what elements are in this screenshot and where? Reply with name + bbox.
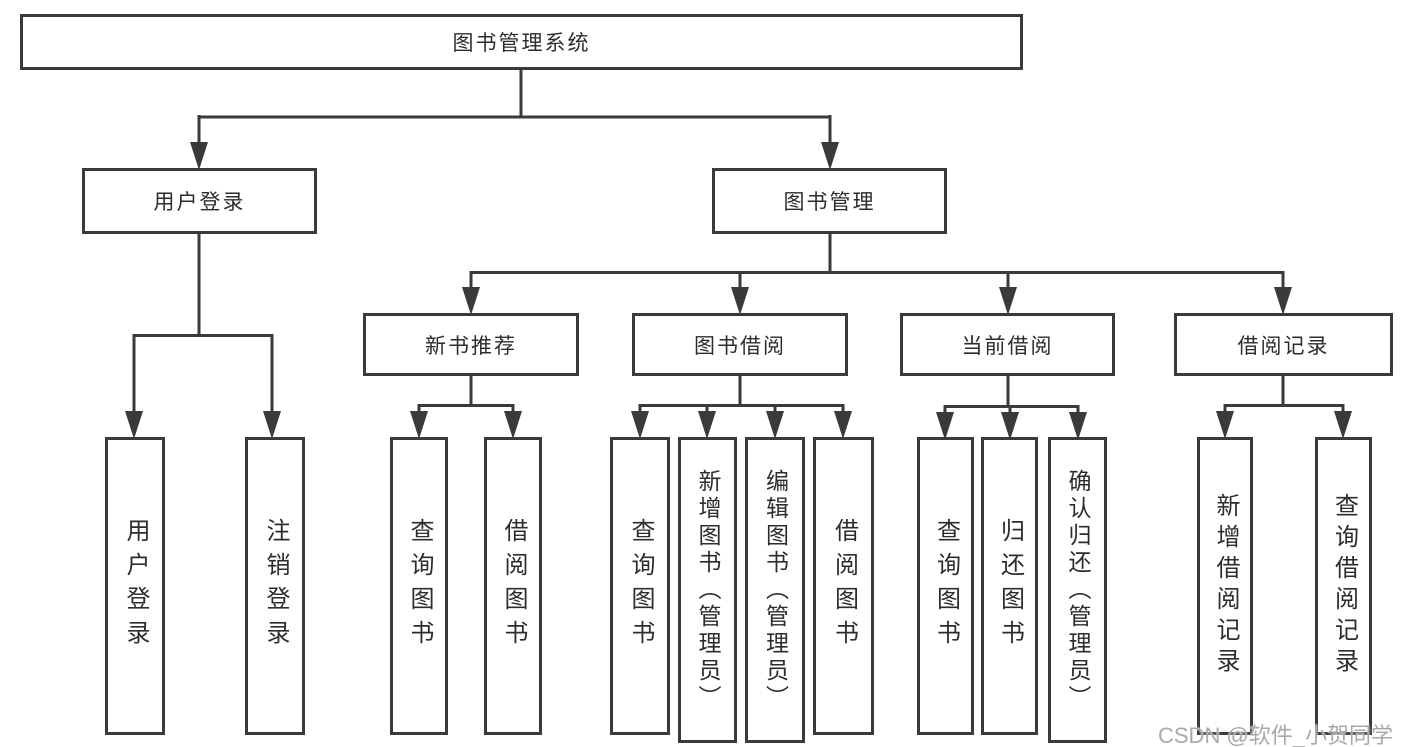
node-user-login-leaf: 用户登录	[105, 437, 165, 735]
node-borrow-books-recommend-label: 借阅图书	[500, 518, 527, 654]
arrow-down-icon	[1274, 287, 1292, 315]
arrow-down-icon	[698, 411, 716, 439]
node-query-borrow-record: 查询借阅记录	[1315, 437, 1372, 735]
node-borrow-records-label: 借阅记录	[1237, 334, 1330, 358]
arrow-down-icon	[766, 411, 784, 439]
node-book-management-label: 图书管理	[783, 191, 876, 214]
node-borrow-records: 借阅记录	[1174, 313, 1393, 376]
arrow-down-icon	[1069, 412, 1087, 440]
arrow-down-icon	[504, 411, 522, 439]
arrow-down-icon	[631, 411, 649, 439]
arrow-down-icon	[1001, 412, 1019, 440]
node-borrow-books-recommend: 借阅图书	[484, 437, 542, 735]
node-current-borrow-label: 当前借阅	[961, 334, 1054, 358]
node-edit-book-admin: 编辑图书（管理员）	[745, 437, 805, 743]
node-add-borrow-record-label: 新增借阅记录	[1212, 493, 1239, 679]
node-borrow-books-label: 借阅图书	[830, 518, 858, 654]
node-query-books-borrow-label: 查询图书	[627, 518, 654, 654]
arrow-down-icon	[821, 142, 839, 170]
node-query-books-current-label: 查询图书	[932, 518, 960, 654]
node-borrow-books: 借阅图书	[813, 437, 874, 735]
arrow-down-icon	[190, 142, 208, 170]
node-new-book-recommend-label: 新书推荐	[425, 334, 517, 358]
node-query-books-borrow: 查询图书	[610, 437, 670, 735]
arrow-down-icon	[936, 412, 954, 440]
node-root: 图书管理系统	[20, 14, 1023, 70]
node-confirm-return-admin: 确认归还（管理员）	[1048, 437, 1107, 743]
arrow-down-icon	[1216, 411, 1234, 439]
node-query-books-recommend: 查询图书	[390, 437, 448, 735]
arrow-down-icon	[1334, 411, 1352, 439]
node-book-borrow: 图书借阅	[632, 313, 848, 376]
node-return-book-label: 归还图书	[996, 518, 1024, 654]
node-logout: 注销登录	[245, 437, 305, 735]
node-user-login-leaf-label: 用户登录	[122, 518, 149, 654]
node-query-books-recommend-label: 查询图书	[406, 518, 433, 654]
node-edit-book-admin-label: 编辑图书（管理员）	[762, 468, 789, 712]
arrow-down-icon	[999, 287, 1017, 315]
node-logout-label: 注销登录	[262, 518, 289, 654]
arrow-down-icon	[462, 287, 480, 315]
node-new-book-recommend: 新书推荐	[363, 313, 579, 376]
node-add-borrow-record: 新增借阅记录	[1197, 437, 1253, 735]
node-query-books-current: 查询图书	[917, 437, 974, 735]
node-query-borrow-record-label: 查询借阅记录	[1330, 493, 1358, 679]
arrow-down-icon	[410, 411, 428, 439]
arrow-down-icon	[731, 287, 749, 315]
node-current-borrow: 当前借阅	[900, 313, 1115, 376]
node-user-login-label: 用户登录	[153, 191, 246, 214]
node-root-label: 图书管理系统	[452, 32, 591, 55]
csdn-watermark: CSDN @软件_小贺同学	[1158, 723, 1394, 747]
node-confirm-return-admin-label: 确认归还（管理员）	[1065, 468, 1091, 712]
arrow-down-icon	[263, 411, 281, 439]
node-book-borrow-label: 图书借阅	[694, 334, 786, 358]
node-book-management: 图书管理	[712, 168, 947, 234]
node-add-book-admin-label: 新增图书（管理员）	[695, 468, 721, 712]
node-user-login: 用户登录	[82, 168, 317, 234]
arrow-down-icon	[125, 411, 143, 439]
arrow-down-icon	[834, 411, 852, 439]
node-add-book-admin: 新增图书（管理员）	[678, 437, 737, 743]
node-return-book: 归还图书	[981, 437, 1038, 735]
